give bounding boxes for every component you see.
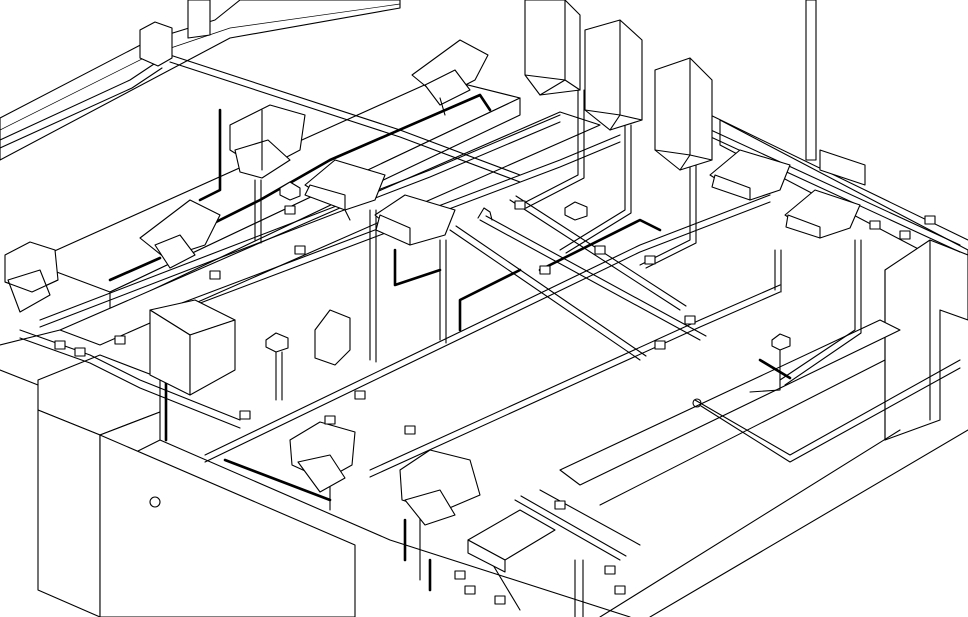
pipe-fitting	[284, 205, 296, 215]
tank-3	[654, 57, 713, 171]
wall-tee	[139, 0, 211, 67]
urinal-left	[139, 199, 221, 269]
pipe-fitting	[899, 230, 911, 240]
pipe-fitting	[404, 425, 416, 435]
pipe-fitting	[644, 255, 656, 265]
pipe-fitting	[294, 245, 306, 255]
fixtures	[4, 0, 861, 573]
pipe-fitting	[554, 500, 566, 510]
pipe-fitting	[54, 340, 66, 350]
counter-box	[149, 299, 236, 396]
sink-right-1	[709, 149, 791, 201]
front-wall	[99, 434, 356, 617]
sink-front	[467, 509, 556, 573]
pipe-fitting	[494, 595, 506, 605]
pipe-fitting	[74, 347, 86, 357]
pipe-fitting	[114, 335, 126, 345]
sink-center-2	[374, 194, 456, 246]
vent-grille	[314, 309, 351, 366]
pipe-fitting	[614, 585, 626, 595]
pipe-fitting	[654, 340, 666, 350]
pipe-fitting	[869, 220, 881, 230]
pipe-fitting	[454, 570, 466, 580]
pipe-fitting	[514, 200, 526, 210]
toilet-left	[4, 241, 59, 313]
pipe-fitting	[354, 390, 366, 400]
tank-2	[584, 19, 643, 131]
tank-1	[524, 0, 581, 96]
sink-center-1	[304, 159, 386, 221]
column	[805, 0, 817, 161]
cleanouts	[265, 181, 791, 401]
toilet-front	[399, 449, 481, 526]
top-duct	[819, 149, 866, 186]
pipe-fitting	[539, 265, 551, 275]
pipe-fitting	[924, 215, 936, 225]
pipe-fitting	[209, 270, 221, 280]
toilet-lower	[289, 421, 356, 493]
pipe-fitting	[604, 565, 616, 575]
pipe-fitting	[239, 410, 251, 420]
urinal-top	[411, 39, 489, 116]
pipe-fitting	[464, 585, 476, 595]
fittings	[54, 200, 936, 605]
wall-tanks	[524, 0, 713, 171]
pipe-fitting	[684, 315, 696, 325]
toilet-upper-left	[229, 104, 306, 179]
piping	[0, 54, 961, 617]
right-block	[884, 239, 968, 441]
faucet-mark	[477, 207, 493, 221]
sink-right-2	[784, 189, 861, 239]
pipe-fitting	[324, 415, 336, 425]
floor-slab-right	[559, 319, 901, 486]
pipe-fitting	[594, 245, 606, 255]
